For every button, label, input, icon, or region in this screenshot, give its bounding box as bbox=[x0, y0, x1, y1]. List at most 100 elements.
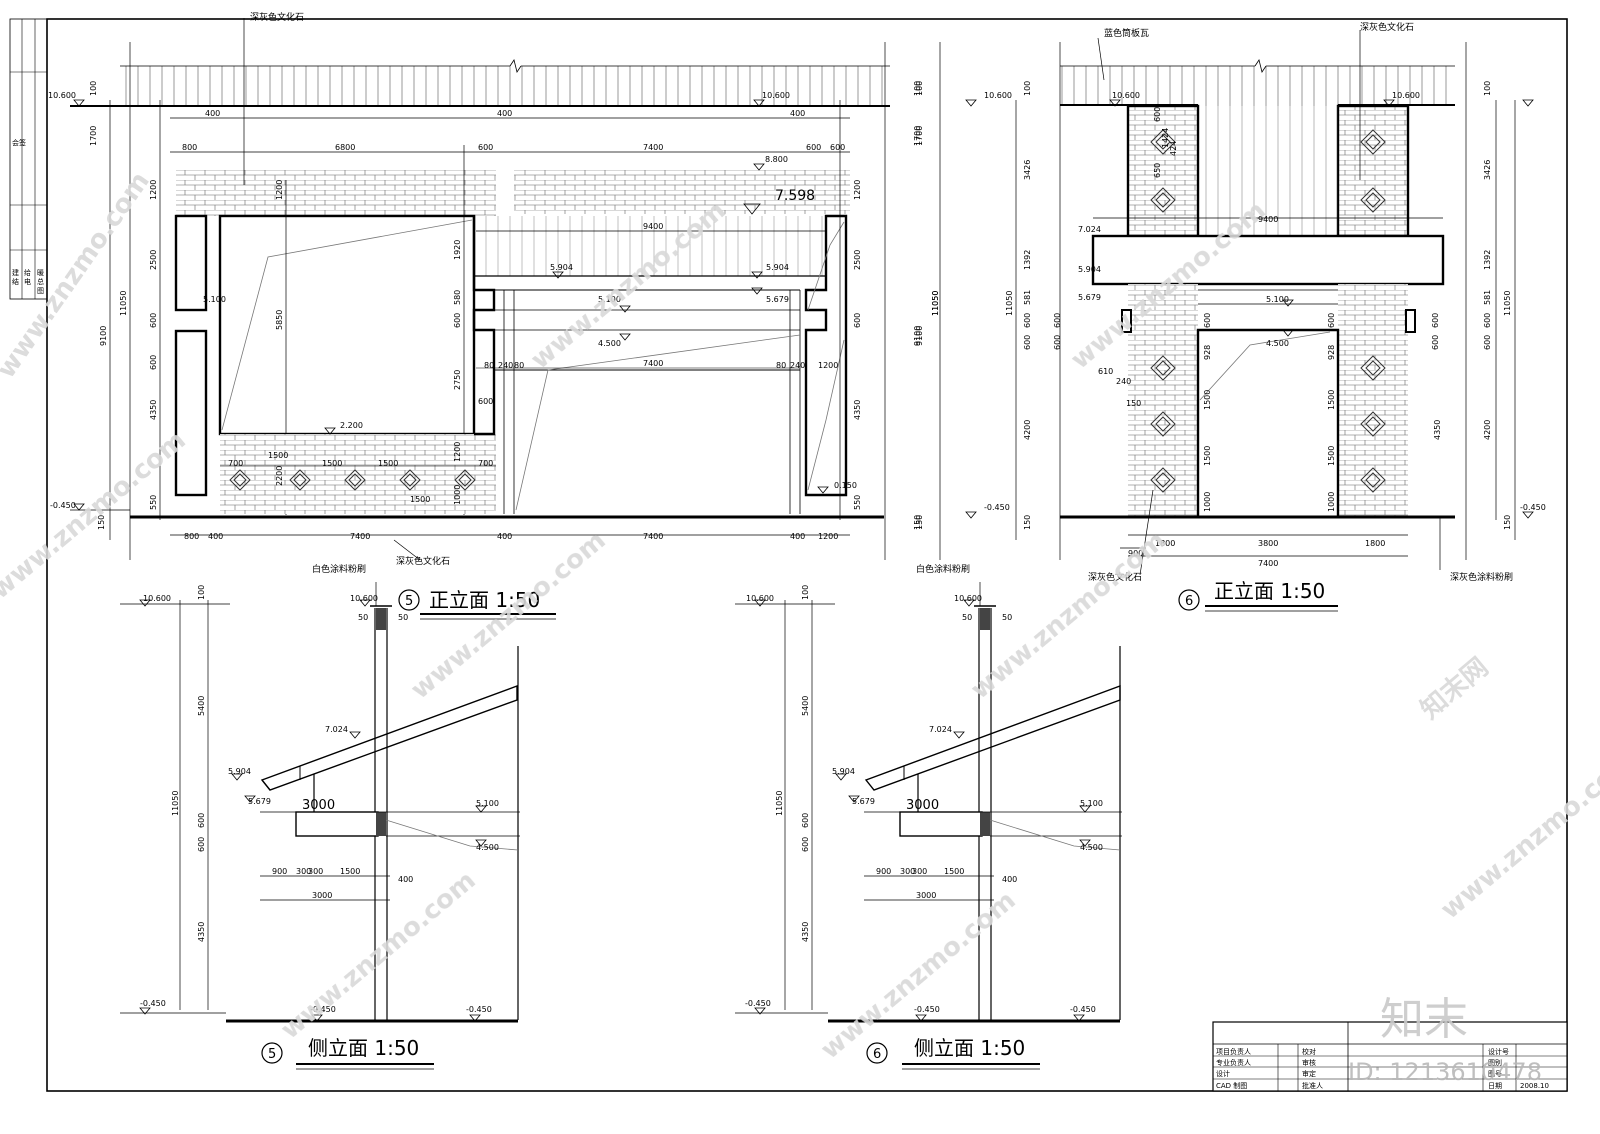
dim6-far-3: 9100 bbox=[915, 326, 924, 346]
elev-inner-3: 5.904 bbox=[550, 263, 573, 272]
watermark-brand: 知末网 bbox=[1415, 652, 1494, 725]
title-number: 5 bbox=[268, 1047, 276, 1062]
dim-left-8: 11050 bbox=[119, 291, 128, 316]
side6-h-4: 300 bbox=[900, 867, 915, 876]
dim6-in-15: 600 bbox=[1431, 313, 1440, 328]
dim6-left-8: 11050 bbox=[1005, 291, 1014, 316]
dim6-in-14: 600 bbox=[1327, 313, 1336, 328]
side6-dim-3: 600 bbox=[801, 813, 810, 828]
side6-elev-7: -0.450 bbox=[914, 1005, 940, 1014]
watermark-logo: 知末 bbox=[1380, 994, 1468, 1045]
dim6-right-8: 11050 bbox=[1503, 291, 1512, 316]
elev6-2: 10.600 bbox=[984, 91, 1012, 100]
dim-right-0: 100 bbox=[913, 81, 922, 96]
side5-h-7: 3000 bbox=[312, 891, 332, 900]
tb-left-0: 项目负责人 bbox=[1216, 1047, 1251, 1056]
dim6-right-6: 4200 bbox=[1483, 420, 1492, 440]
elev-inner-4: 5.904 bbox=[766, 263, 789, 272]
side6-h-2: 3000 bbox=[906, 798, 939, 813]
label-top: 深灰色文化石 bbox=[250, 11, 304, 23]
side6-h-7: 3000 bbox=[916, 891, 936, 900]
dim-right-3: 2500 bbox=[853, 250, 862, 270]
tb-date: 2008.10 bbox=[1520, 1082, 1549, 1090]
title-6-front: 6 正立面 1:50 bbox=[1178, 579, 1338, 612]
elev6-0: 10.600 bbox=[1112, 91, 1140, 100]
dim6-left-5: 600 bbox=[1023, 335, 1032, 350]
elev-inner-9: 2.200 bbox=[340, 421, 363, 430]
elevation-6-front: 蓝色筒板瓦 深灰色文化石 深灰色文化石 深灰色涂料粉刷 10.600 10.60… bbox=[915, 21, 1546, 612]
dim6-in-16: 600 bbox=[1431, 335, 1440, 350]
elev-inner-6: 5.100 bbox=[598, 295, 621, 304]
dim6-bottom-1: 3800 bbox=[1258, 539, 1278, 548]
elev-left-bottom: -0.450 bbox=[50, 501, 76, 510]
tb-right-1: 图别 bbox=[1488, 1058, 1502, 1067]
dim-right-1: 1700 bbox=[913, 126, 922, 146]
margin-label-6: 总 bbox=[37, 277, 44, 286]
side-elevation-6: 白色涂料粉刷 10.600 10.600 7.024 5.904 5.679 5… bbox=[735, 563, 1122, 1070]
side5-h-3: 900 bbox=[272, 867, 287, 876]
dim-left-9: 9100 bbox=[99, 326, 108, 346]
watermark-text: www.znzmo.com bbox=[275, 865, 481, 1045]
dim6-in-3: 650 bbox=[1153, 163, 1162, 178]
dim6-far-2: 11050 bbox=[931, 291, 940, 316]
side5-h-0: 50 bbox=[358, 613, 368, 622]
elev6-4: 5.904 bbox=[1078, 265, 1101, 274]
dim6-in-21: 600 bbox=[1053, 335, 1062, 350]
dim6-right-3: 581 bbox=[1483, 290, 1492, 305]
dim6-in-19: 150 bbox=[1126, 399, 1141, 408]
margin-label-3: 给 bbox=[24, 268, 31, 277]
dim-inner-21: 240 bbox=[790, 361, 805, 370]
side5-elev-6: -0.450 bbox=[140, 999, 166, 1008]
dim6-right-7: 150 bbox=[1503, 515, 1512, 530]
side6-elev-6: -0.450 bbox=[745, 999, 771, 1008]
dim-left-0: 100 bbox=[89, 81, 98, 96]
side5-elev-7: -0.450 bbox=[310, 1005, 336, 1014]
dim-bottom-5: 400 bbox=[790, 532, 805, 541]
dim-left-2: 1200 bbox=[149, 180, 158, 200]
dim-right-8: 11050 bbox=[931, 291, 940, 316]
dim-top-0: 400 bbox=[205, 109, 220, 118]
title-text: 侧立面 1:50 bbox=[914, 1036, 1025, 1060]
dim-top-9: 9400 bbox=[643, 222, 663, 231]
dim-inner-6: 600 bbox=[478, 397, 493, 406]
tb-right-2: 图号 bbox=[1488, 1070, 1502, 1078]
dim6-right-0: 100 bbox=[1483, 81, 1492, 96]
dim6-in-18: 240 bbox=[1116, 377, 1131, 386]
side6-h-3: 900 bbox=[876, 867, 891, 876]
title-block: 项目负责人 专业负责人 设计 CAD 制图 校对 审核 审定 批准人 设计号 图… bbox=[1212, 1021, 1568, 1092]
dim-bottom-3: 400 bbox=[497, 532, 512, 541]
dim6-left-7: 150 bbox=[1023, 515, 1032, 530]
dim-top-6: 7400 bbox=[643, 143, 663, 152]
side5-elev-0: 10.600 bbox=[350, 594, 378, 603]
side5-elev-4: 5.100 bbox=[476, 799, 499, 808]
dim-top-1: 400 bbox=[497, 109, 512, 118]
title-text: 侧立面 1:50 bbox=[308, 1036, 419, 1060]
dim-inner-23: 600 bbox=[149, 355, 158, 370]
elev-inner-1: 8.800 bbox=[765, 155, 788, 164]
margin-label-1: 建 bbox=[12, 268, 19, 277]
dim-left-3: 2500 bbox=[149, 250, 158, 270]
side6-h-8: 400 bbox=[1002, 875, 1017, 884]
dim-inner-5: 2750 bbox=[453, 370, 462, 390]
dim-inner-20: 80 bbox=[776, 361, 786, 370]
dim6-right-5: 600 bbox=[1483, 335, 1492, 350]
tb-right-0: 设计号 bbox=[1488, 1047, 1509, 1056]
dim-right-9: 9100 bbox=[913, 326, 922, 346]
dim6-in-13: 600 bbox=[1203, 313, 1212, 328]
dim6-in-7: 1500 bbox=[1203, 446, 1212, 466]
dim6-in-4: 9400 bbox=[1258, 215, 1278, 224]
watermark-text: www.znzmo.com bbox=[1435, 745, 1600, 925]
title-number: 5 bbox=[405, 594, 413, 609]
side6-dim-5: 4350 bbox=[801, 922, 810, 942]
elev6-6: 5.100 bbox=[1266, 295, 1289, 304]
title-text: 正立面 1:50 bbox=[429, 588, 540, 612]
dim6-in-0: 600 bbox=[1153, 107, 1162, 122]
title-5-side: 5 侧立面 1:50 bbox=[261, 1036, 434, 1070]
side6-elev-0: 10.600 bbox=[954, 594, 982, 603]
side6-elev-2: 5.904 bbox=[832, 767, 855, 776]
dim-inner-15: 1500 bbox=[410, 495, 430, 504]
dim-bottom-6: 1200 bbox=[818, 532, 838, 541]
dim-inner-3: 580 bbox=[453, 290, 462, 305]
title-5-front: 5 正立面 1:50 bbox=[398, 588, 556, 620]
dim6-in-2: 424 bbox=[1169, 141, 1178, 156]
